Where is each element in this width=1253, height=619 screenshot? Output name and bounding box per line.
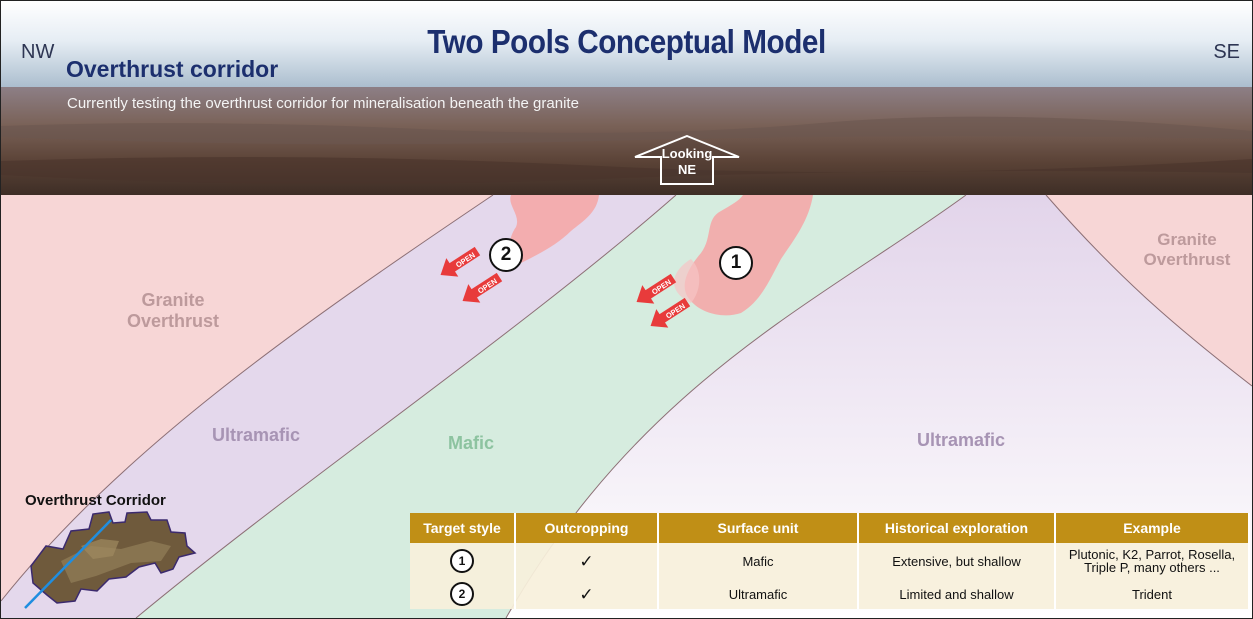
direction-se: SE bbox=[1213, 41, 1240, 63]
granite-left-zone bbox=[1, 195, 493, 601]
tagline: Currently testing the overthrust corrido… bbox=[67, 95, 579, 112]
table-header: Outcropping bbox=[515, 513, 659, 543]
inset-label: Overthrust Corridor bbox=[25, 492, 166, 509]
granite-right-zone bbox=[1046, 195, 1252, 386]
table-cell: Limited and shallow bbox=[858, 579, 1056, 609]
target-style-table: Target style Outcropping Surface unit Hi… bbox=[410, 513, 1250, 609]
up-arrow-icon bbox=[634, 134, 740, 185]
table-row: 1 ✓ Mafic Extensive, but shallow Plutoni… bbox=[410, 543, 1250, 579]
table-row: 2 ✓ Ultramafic Limited and shallow Tride… bbox=[410, 579, 1250, 609]
mafic-label: Mafic bbox=[447, 433, 494, 453]
table-cell: 2 bbox=[410, 579, 516, 609]
ultramafic-right-label: Ultramafic bbox=[916, 430, 1006, 450]
ultramafic-left-label: Ultramafic bbox=[211, 425, 301, 445]
target-style-marker: 1 bbox=[450, 549, 474, 573]
table-header: Target style bbox=[410, 513, 516, 543]
table-header-row: Target style Outcropping Surface unit Hi… bbox=[410, 513, 1250, 543]
table-header: Surface unit bbox=[658, 513, 859, 543]
inset-map bbox=[24, 511, 197, 609]
table-header: Historical exploration bbox=[858, 513, 1056, 543]
mafic-zone bbox=[136, 195, 966, 618]
table-cell: 1 bbox=[410, 543, 516, 579]
checkmark-icon: ✓ bbox=[515, 543, 659, 579]
inset-section-line bbox=[24, 519, 112, 609]
subtitle: Overthrust corridor bbox=[66, 56, 279, 82]
target-style-marker: 2 bbox=[450, 582, 474, 606]
sky bbox=[1, 1, 1252, 89]
table-cell: Trident bbox=[1055, 579, 1250, 609]
table-cell: Ultramafic bbox=[658, 579, 859, 609]
granite-overthrust-left-label: Granite Overthrust bbox=[126, 290, 220, 331]
checkmark-icon: ✓ bbox=[515, 579, 659, 609]
looking-label: Looking bbox=[661, 146, 713, 161]
ultramafic-left-zone bbox=[1, 195, 676, 618]
table-header: Example bbox=[1055, 513, 1250, 543]
table-cell: Extensive, but shallow bbox=[858, 543, 1056, 579]
table-cell: Plutonic, K2, Parrot, Rosella, Triple P,… bbox=[1055, 543, 1250, 579]
direction-nw: NW bbox=[21, 41, 55, 63]
target-2-body bbox=[509, 195, 599, 263]
looking-ne-arrow: Looking NE bbox=[631, 134, 743, 185]
target-1-marker: 1 bbox=[719, 246, 753, 280]
target-2-marker: 2 bbox=[489, 238, 523, 272]
page-title: Two Pools Conceptual Model bbox=[427, 23, 826, 60]
table-cell: Mafic bbox=[658, 543, 859, 579]
looking-direction: NE bbox=[677, 162, 697, 177]
granite-overthrust-right-label: Granite Overthrust bbox=[1143, 230, 1231, 269]
